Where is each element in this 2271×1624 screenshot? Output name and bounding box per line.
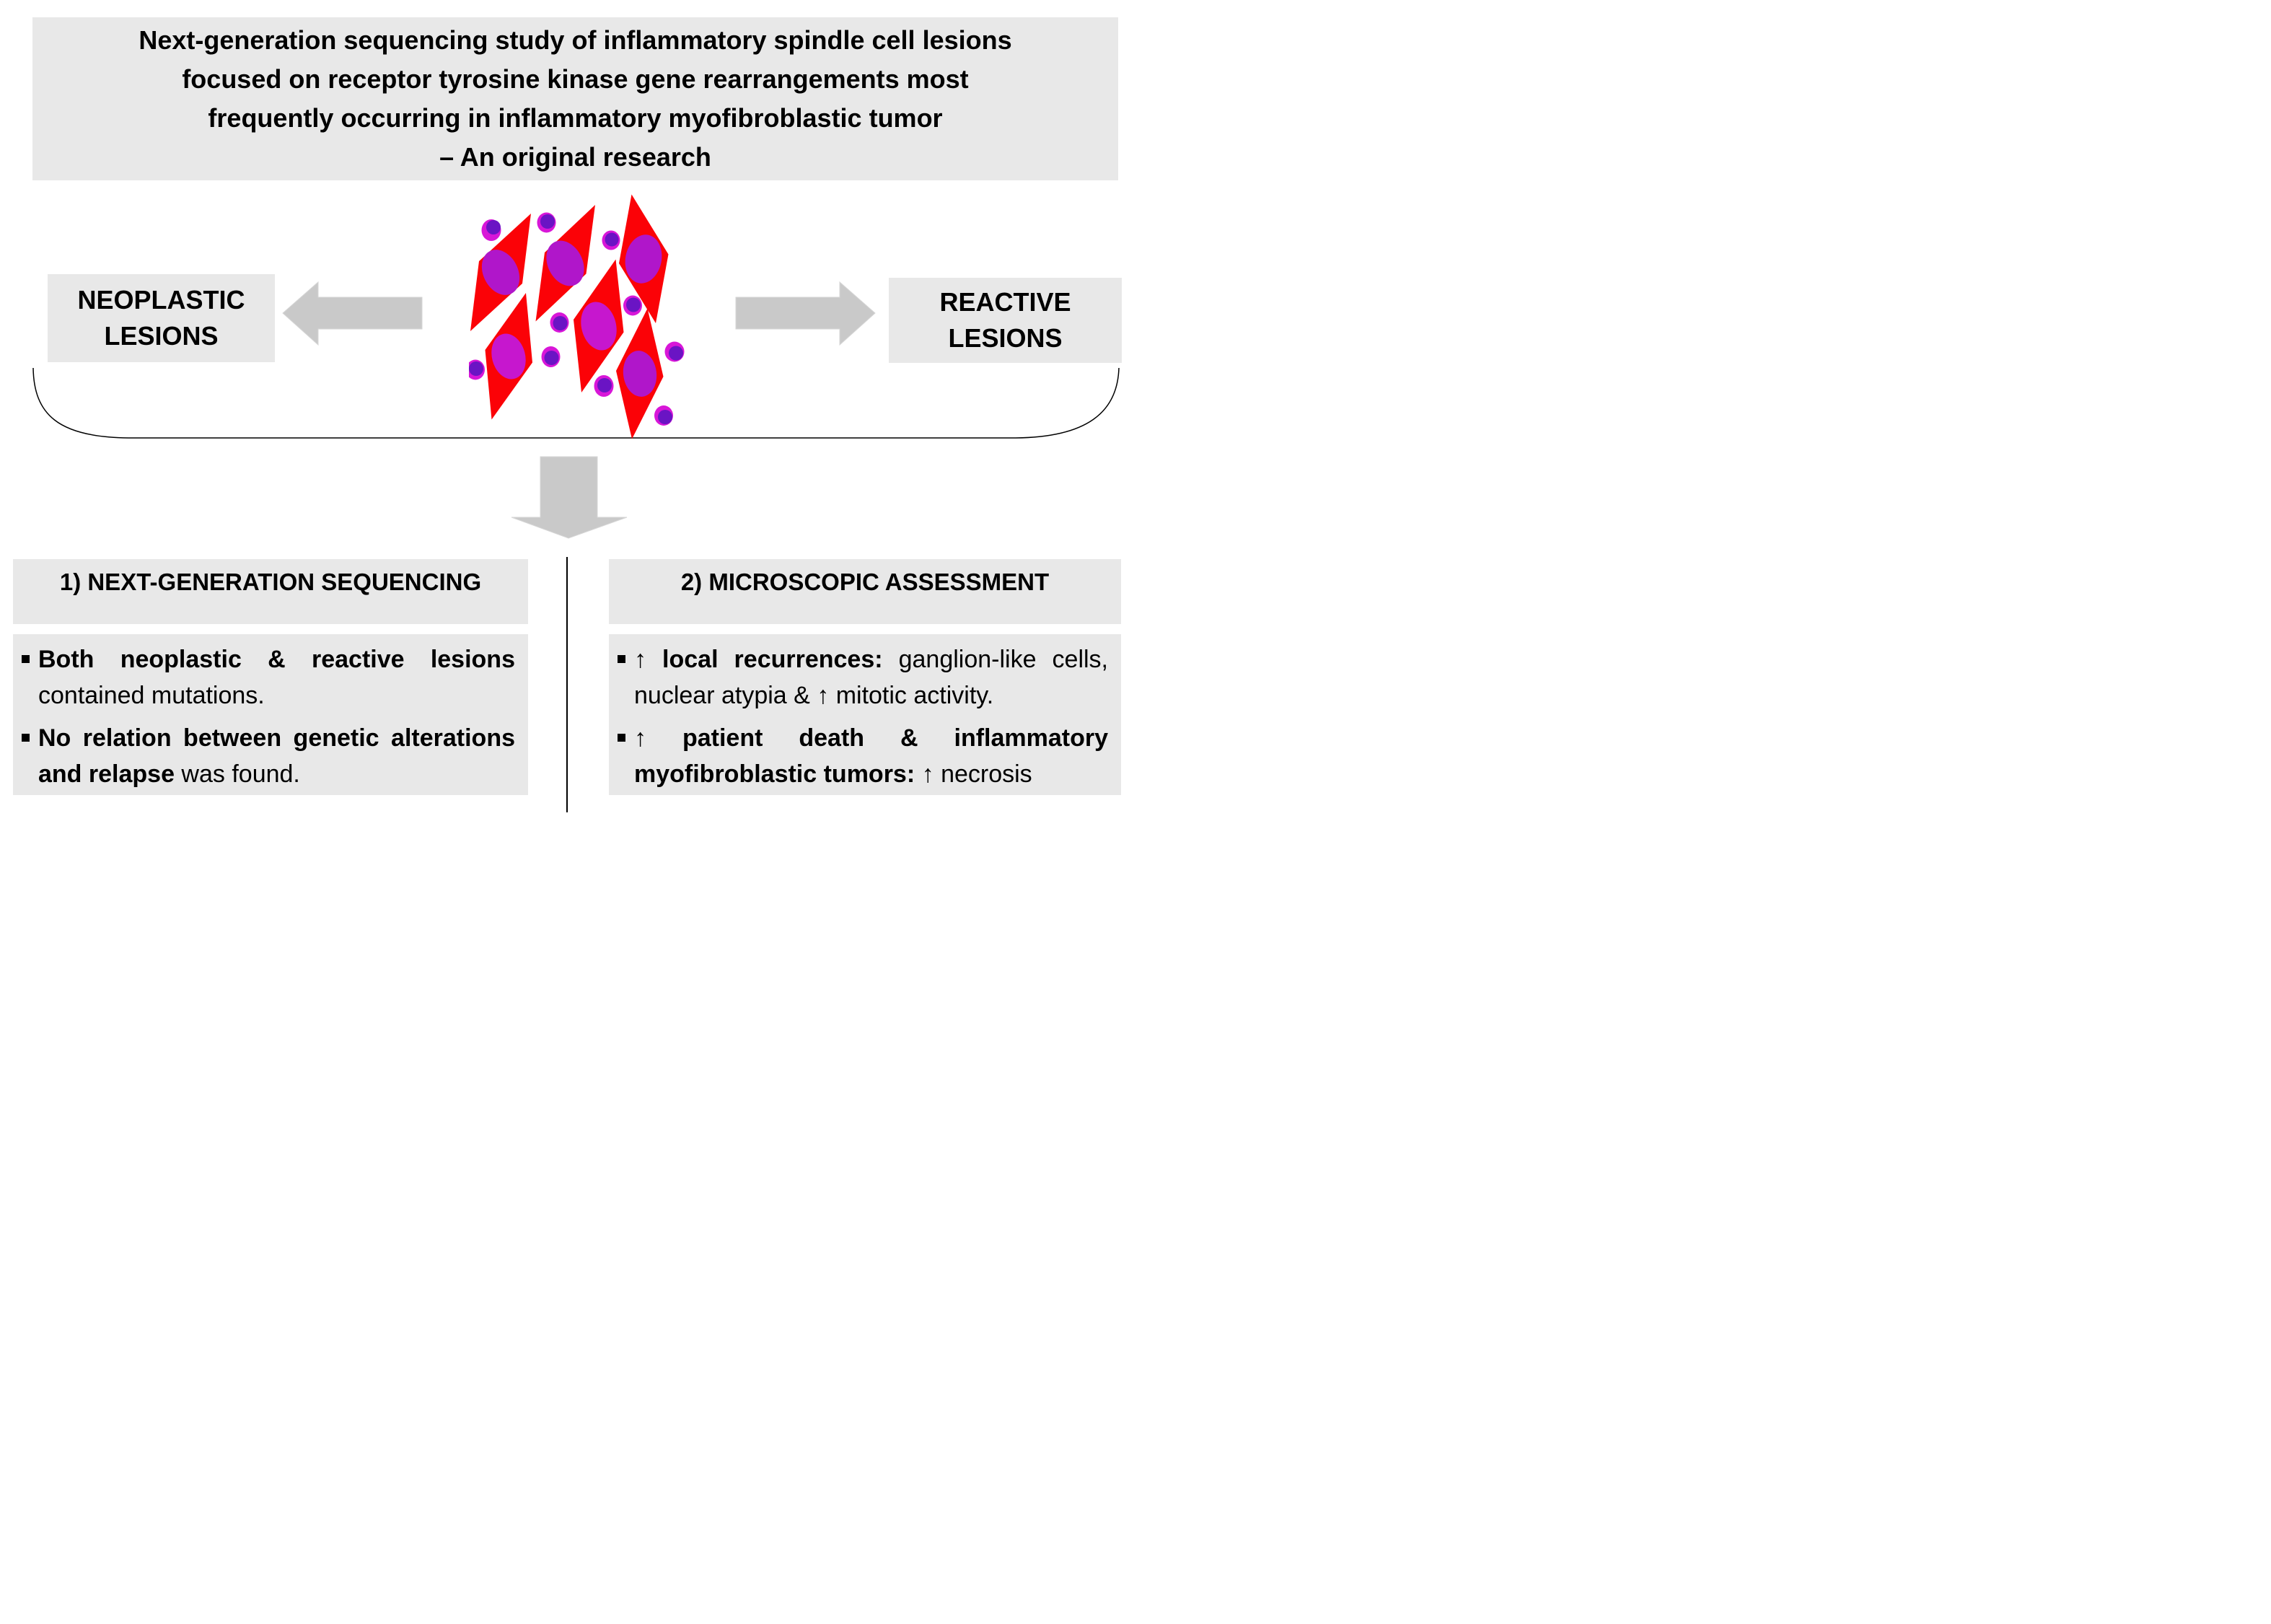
inflammatory-cell	[623, 295, 642, 316]
title-line-3: frequently occurring in inflammatory myo…	[208, 103, 943, 133]
bullet-item: No relation between genetic alterations …	[22, 720, 515, 792]
inflammatory-cell	[541, 346, 561, 367]
spindle-cell	[616, 308, 664, 439]
bullet-text: ↑ patient death & inflammatory myofibrob…	[634, 720, 1108, 792]
bullet-square-icon	[22, 734, 30, 742]
neoplastic-lesions-box: NEOPLASTIC LESIONS	[48, 274, 275, 362]
inflammatory-cell	[602, 230, 620, 250]
microscopic-bullets-box: ↑ local recurrences: ganglion-like cells…	[609, 634, 1121, 795]
right-arrow-icon	[735, 281, 876, 346]
bullet-square-icon	[618, 655, 625, 663]
bullet-text: No relation between genetic alterations …	[38, 720, 515, 792]
bullet-rest: ↑ necrosis	[915, 760, 1032, 788]
reactive-label-line-1: REACTIVE	[939, 287, 1071, 317]
ngs-bullets-box: Both neoplastic & reactive lesions conta…	[13, 634, 528, 795]
bullet-text: ↑ local recurrences: ganglion-like cells…	[634, 641, 1108, 714]
ngs-header-box: 1) NEXT-GENERATION SEQUENCING	[13, 559, 528, 624]
bullet-item: ↑ local recurrences: ganglion-like cells…	[618, 641, 1108, 714]
spindle-cell	[619, 194, 669, 323]
bullet-pre: ↑	[634, 646, 663, 673]
bullet-bold: No relation between genetic alterations …	[38, 724, 515, 788]
title-line-2: focused on receptor tyrosine kinase gene…	[182, 64, 969, 94]
neoplastic-label-line-1: NEOPLASTIC	[77, 285, 245, 315]
neoplastic-label-line-2: LESIONS	[104, 321, 219, 351]
down-arrow-icon	[511, 456, 628, 539]
inflammatory-cell	[664, 341, 685, 362]
ngs-header-label: 1) NEXT-GENERATION SEQUENCING	[59, 569, 482, 595]
bullet-rest: contained mutations.	[38, 682, 265, 709]
graphical-abstract: Next-generation sequencing study of infl…	[0, 0, 1136, 812]
microscopic-header-label: 2) MICROSCOPIC ASSESSMENT	[680, 569, 1050, 595]
bullet-rest: was found.	[174, 760, 300, 788]
inflammatory-cell	[537, 212, 556, 233]
bullet-square-icon	[618, 734, 625, 742]
title-line-4: – An original research	[439, 142, 711, 172]
spindle-cell-illustration	[469, 194, 685, 439]
reactive-label-line-2: LESIONS	[948, 323, 1063, 353]
inflammatory-cell	[654, 405, 673, 426]
inflammatory-cell	[481, 219, 501, 241]
bullet-square-icon	[22, 655, 30, 663]
bullet-item: Both neoplastic & reactive lesions conta…	[22, 641, 515, 714]
bullet-bold: local recurrences:	[662, 646, 883, 673]
bullet-rest: ganglion-like cells, nuclear atypia & ↑ …	[634, 646, 1109, 709]
reactive-lesions-box: REACTIVE LESIONS	[889, 278, 1122, 363]
column-divider	[566, 557, 568, 812]
bullet-bold: patient death & inflammatory myofibrobla…	[634, 724, 1109, 788]
left-arrow-icon	[282, 281, 423, 346]
spindle-cell	[485, 293, 532, 420]
spindle-cell	[535, 205, 595, 322]
title-box: Next-generation sequencing study of infl…	[32, 17, 1118, 180]
title-line-1: Next-generation sequencing study of infl…	[139, 25, 1012, 55]
inflammatory-cell	[469, 359, 485, 380]
bullet-pre: ↑	[634, 724, 682, 752]
spindle-cell	[574, 259, 624, 392]
inflammatory-cell	[594, 375, 614, 397]
microscopic-header-box: 2) MICROSCOPIC ASSESSMENT	[609, 559, 1121, 624]
bullet-text: Both neoplastic & reactive lesions conta…	[38, 641, 515, 714]
spindle-cell	[470, 214, 531, 331]
inflammatory-cell	[550, 312, 569, 333]
bullet-bold: Both neoplastic & reactive lesions	[38, 646, 515, 673]
bullet-item: ↑ patient death & inflammatory myofibrob…	[618, 720, 1108, 792]
